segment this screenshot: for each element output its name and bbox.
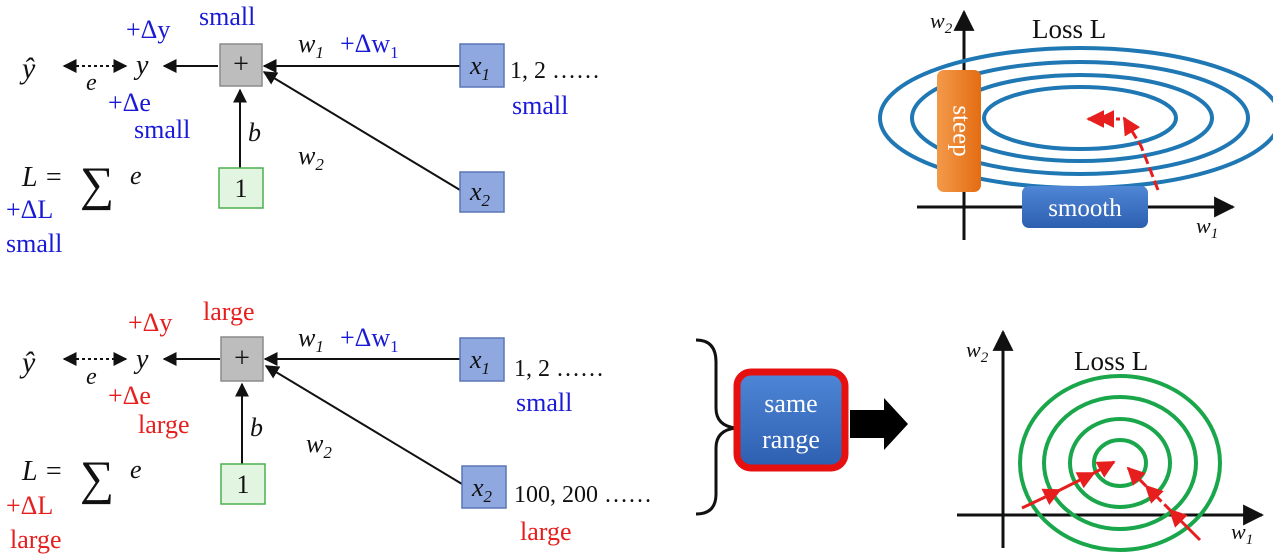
bottom-contour-2 [1042,395,1198,531]
top-delta-L-note: small [6,229,62,258]
top-delta-y-note: small [199,2,255,31]
bottom-bias-node [220,463,266,505]
top-loss-eq: L = [21,162,63,193]
bottom-gradient-left-3 [1093,460,1116,478]
top-b-label: b [248,118,261,147]
bottom-w2-edge [264,365,463,485]
top-x1-values: 1, 2 …… [510,58,600,84]
bottom-delta-w1: +Δw1 [340,323,399,356]
top-bias-one: 1 [235,174,248,203]
bottom-gradient-right-1 [1168,508,1202,542]
top-delta-L: +ΔL [6,195,53,224]
top-w2-edge [262,71,461,191]
top-delta-e-note: small [134,115,190,144]
bottom-w1-label: w1 [298,323,324,356]
same-range-group: same range [695,338,908,516]
bottom-delta-L-note: large [10,525,62,554]
bottom-delta-y-note: large [203,297,255,326]
bottom-x2-node [461,465,507,509]
top-plot-title: Loss L [1032,14,1106,44]
bottom-x1-values: 1, 2 …… [514,356,604,382]
top-w1-label: w1 [298,29,324,62]
bottom-gradient-left-1 [1021,488,1062,510]
bottom-x2-note: large [520,517,572,546]
same-range-arrow [850,398,908,450]
top-plot-y-label: w2 [930,8,953,37]
top-plot-x-label: w1 [1196,213,1218,242]
bottom-sum-e: e [130,455,142,484]
top-delta-e: +Δe [108,88,151,117]
top-x1-note: small [512,91,568,120]
bottom-gradient-right-3 [1126,466,1148,488]
bottom-e-label: e [86,364,97,390]
top-y-label: y [133,50,149,81]
top-gradient-path [1122,116,1160,191]
top-loss-plot: w1 w2 Loss L steep smooth [878,8,1273,242]
smooth-label: smooth [1048,195,1122,222]
curly-brace [695,338,737,516]
top-contour-2 [910,60,1250,176]
bottom-plot-title: Loss L [1074,346,1148,376]
top-sum-plus: + [233,49,249,80]
bottom-y-label: y [133,344,149,375]
same-range-box [733,368,849,472]
bottom-x2-values: 100, 200 …… [514,482,652,508]
bottom-sum-symbol: ∑ [80,452,114,505]
top-delta-y: +Δy [126,15,170,44]
top-sum-symbol: ∑ [80,158,114,211]
top-x1-label: x1 [469,51,490,84]
top-sum-node [219,43,263,87]
bottom-contour-3 [1068,417,1172,509]
top-bias-node [218,167,264,209]
bottom-delta-y: +Δy [128,308,172,337]
steep-badge [937,70,981,192]
smooth-badge [1022,186,1148,228]
bottom-loss-eq: L = [21,456,63,487]
same-range-line1: same [764,389,817,418]
bottom-plot-y-label: w2 [966,337,989,366]
top-x1-node [459,43,505,88]
same-range-line2: range [762,425,820,454]
bottom-b-label: b [250,413,263,442]
bottom-x1-note: small [516,388,572,417]
bottom-x1-node [459,337,505,382]
bottom-bias-one: 1 [237,470,250,499]
top-y-hat: ŷ [19,52,36,85]
bottom-delta-L: +ΔL [6,491,53,520]
bottom-loss-plot: w1 w2 Loss L [957,329,1265,552]
top-w2-label: w2 [298,141,324,174]
bottom-y-hat: ŷ [19,346,36,379]
bottom-contour-1 [1018,374,1222,552]
top-e-label: e [86,70,97,96]
top-x2-label: x2 [469,177,491,210]
bottom-x2-label: x2 [471,473,493,506]
bottom-x1-label: x1 [469,345,490,378]
bottom-plot-x-label: w1 [1231,519,1253,548]
top-delta-w1: +Δw1 [340,29,399,62]
top-network: ŷ e y +Δy small +Δe small + w1 +Δw1 w2 b… [6,2,600,258]
top-sum-e: e [130,161,142,190]
bottom-contour-4 [1092,438,1148,488]
steep-label: steep [947,105,974,156]
bottom-gradient-right-2 [1144,484,1172,512]
top-contour-4 [982,85,1178,151]
top-x2-node [459,171,505,213]
bottom-delta-e-note: large [138,410,190,439]
bottom-sum-node [220,336,264,382]
bottom-sum-plus: + [234,343,250,374]
bottom-delta-e: +Δe [108,381,151,410]
bottom-gradient-left-2 [1059,471,1096,492]
bottom-network: ŷ e y +Δy large +Δe large + w1 +Δw1 w2 b… [6,297,652,554]
bottom-w2-label: w2 [306,429,332,462]
